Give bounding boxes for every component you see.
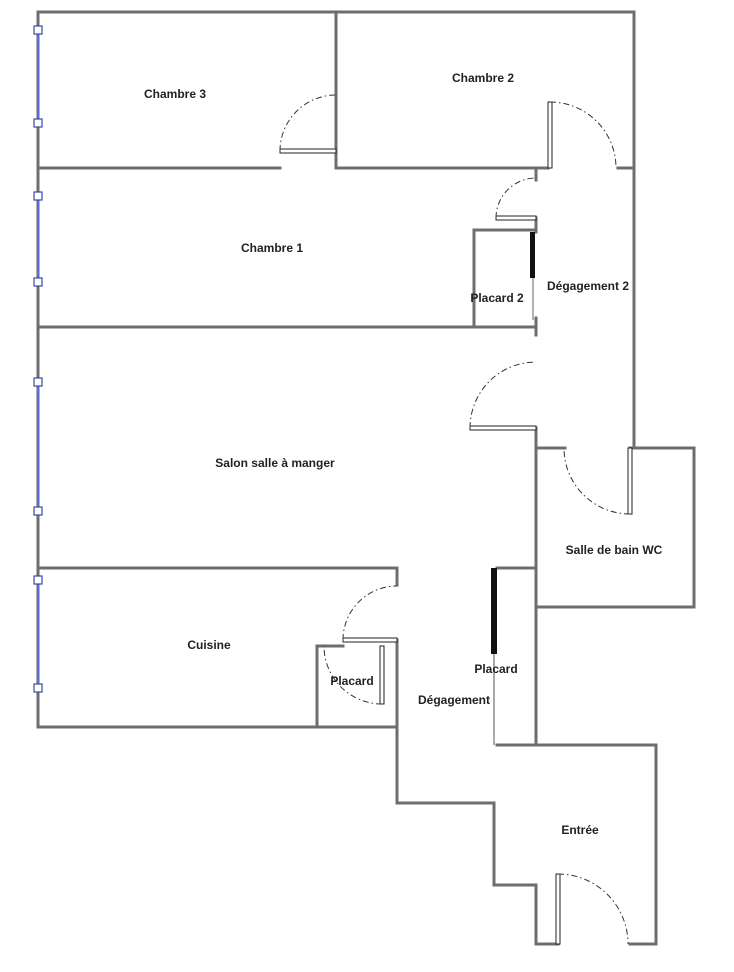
label-salon: Salon salle à manger [215,456,335,470]
window-salon [33,377,43,516]
label-chambre1: Chambre 1 [241,241,303,255]
doors [279,94,633,945]
door-placard-cuisine [323,645,385,705]
door-salle-de-bain [563,447,633,515]
label-placard-degagement: Placard [474,662,517,676]
label-salle-de-bain: Salle de bain WC [566,543,663,557]
door-entree [555,873,629,945]
door-chambre2 [547,101,617,169]
door-salon [469,361,537,431]
walls [36,10,696,946]
label-chambre3: Chambre 3 [144,87,206,101]
label-degagement2: Dégagement 2 [547,279,629,293]
door-chambre1 [495,177,537,221]
label-placard2: Placard 2 [470,291,524,305]
windows [33,25,43,693]
room-labels: Chambre 3 Chambre 2 Chambre 1 Placard 2 … [144,71,663,837]
door-chambre3 [279,94,337,154]
door-placard-degagement [491,568,497,745]
label-degagement: Dégagement [418,693,490,707]
door-cuisine [342,585,398,643]
label-cuisine: Cuisine [187,638,231,652]
label-entree: Entrée [561,823,599,837]
window-cuisine [33,575,43,693]
window-chambre1 [33,191,43,287]
label-chambre2: Chambre 2 [452,71,514,85]
door-placard2 [530,232,535,320]
window-chambre3 [33,25,43,128]
label-placard-cuisine: Placard [330,674,373,688]
